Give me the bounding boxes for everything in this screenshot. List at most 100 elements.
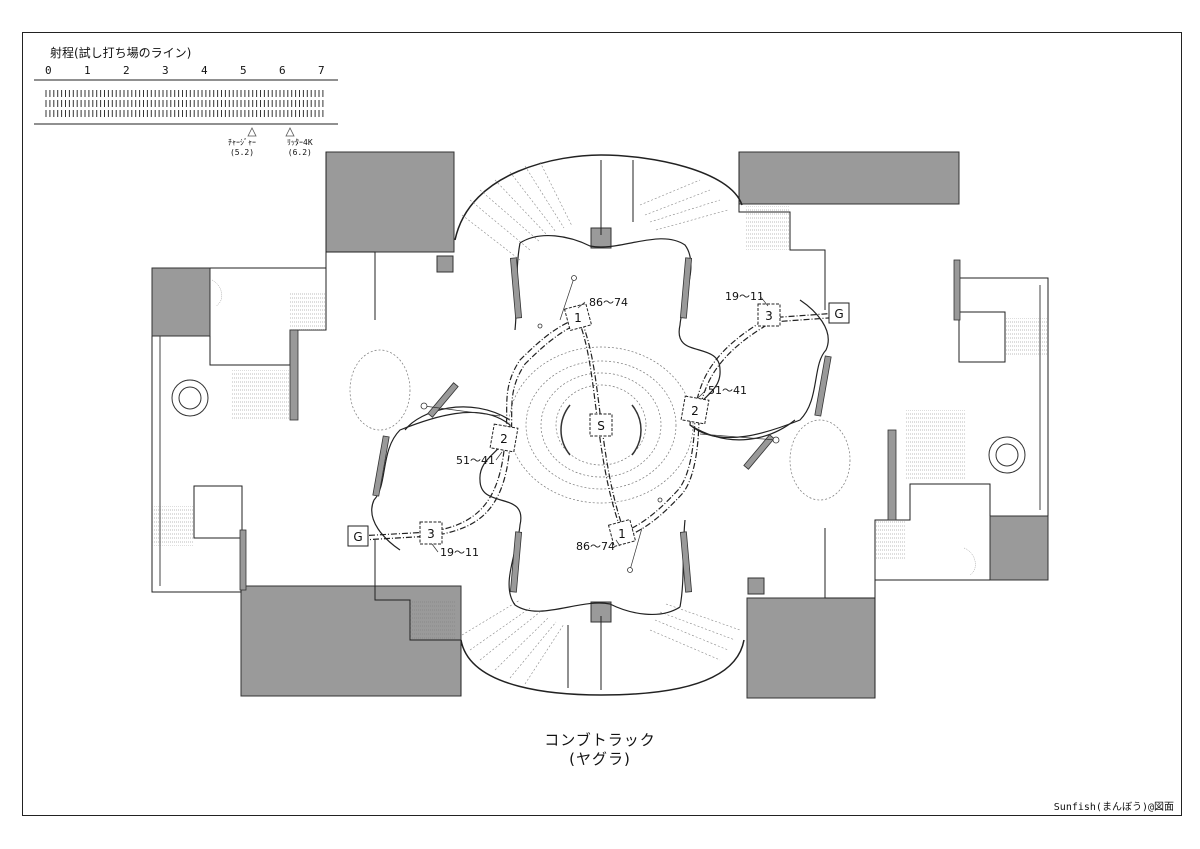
raised-block — [746, 597, 876, 699]
weapon-charger: ﾁｬｰｼﾞｬｰ (5.2) — [228, 138, 256, 158]
range-label: 51～41 — [708, 384, 747, 397]
scale-number: 5 — [240, 64, 247, 77]
map-title-line1: コンブトラック — [544, 731, 656, 749]
raised-block — [325, 151, 455, 253]
raised-block — [738, 151, 960, 205]
ramp-hatching — [461, 161, 573, 261]
scale-number: 2 — [123, 64, 130, 77]
map-title-line2: (ヤグラ) — [569, 750, 631, 768]
checkpoint-label: 2 — [691, 404, 699, 418]
weapon-range: (5.2) — [229, 148, 255, 157]
cover-wall — [289, 329, 299, 421]
tower-route — [357, 317, 579, 537]
stairs — [1005, 318, 1048, 356]
checkpoint-3-box — [757, 303, 781, 327]
weapon-e-liter: ﾘｯﾀｰ4K (6.2) — [287, 138, 313, 158]
cover-wall — [887, 429, 897, 521]
central-platform-outline — [371, 411, 681, 615]
checkpoint-3-box — [419, 521, 443, 545]
start-label: S — [597, 419, 605, 433]
center-ring — [789, 419, 851, 501]
scale-number: 6 — [279, 64, 286, 77]
stairs — [905, 410, 965, 480]
weapon-range: (6.2) — [287, 148, 312, 157]
cover-wall — [679, 257, 693, 319]
tower-route — [361, 321, 583, 541]
goal-box — [828, 302, 850, 324]
scale-number: 0 — [45, 64, 52, 77]
tower-route — [581, 321, 627, 538]
cover-wall — [953, 259, 961, 321]
cover-wall — [372, 435, 390, 497]
stairs — [232, 370, 292, 420]
tower-route — [621, 312, 839, 534]
platform-edge — [689, 419, 796, 441]
bush-outline — [963, 547, 976, 576]
checkpoint-label: 1 — [618, 527, 626, 541]
range-label: 19～11 — [440, 546, 479, 559]
credit-text: Sunfish(まんぼう)@図面 — [1053, 802, 1174, 813]
wall-outline — [824, 483, 991, 599]
wall-box — [958, 311, 1006, 363]
checkpoint-2-box — [680, 395, 710, 425]
spawn-point-icon — [171, 379, 209, 417]
weapon-name: ﾁｬｰｼﾞｬｰ — [228, 138, 256, 147]
center-ring — [508, 346, 694, 504]
wall-outline — [958, 264, 1049, 516]
scale-number: 7 — [318, 64, 325, 77]
cover-wall — [509, 257, 523, 319]
checkpoint-label: 1 — [574, 311, 582, 325]
stairs — [152, 506, 194, 546]
ramp-hatching — [639, 179, 729, 231]
checkpoint-label: 3 — [427, 527, 435, 541]
pillar — [747, 577, 765, 595]
scale-number: 1 — [84, 64, 91, 77]
range-label: 19～11 — [725, 290, 764, 303]
range-label: 86～74 — [589, 296, 628, 309]
wall-box — [193, 485, 243, 539]
start-box — [589, 413, 613, 437]
ramp-hatching — [649, 603, 741, 661]
spawn-point-icon — [988, 436, 1026, 474]
map-title: コンブトラック (ヤグラ) — [0, 731, 1200, 769]
weapon-name: ﾘｯﾀｰ4K — [287, 138, 313, 147]
goal-label: G — [834, 307, 843, 321]
center-ring — [525, 360, 677, 490]
range-label: 51～41 — [456, 454, 495, 467]
pillar — [436, 255, 454, 273]
cover-wall — [427, 382, 459, 418]
platform-edge — [404, 406, 511, 431]
center-ring — [540, 372, 662, 478]
ramp-hatching — [461, 599, 565, 685]
central-platform-outline — [519, 235, 829, 439]
tower-route — [577, 317, 623, 534]
charger-marker-icon — [247, 127, 257, 137]
stairs — [746, 206, 790, 250]
wall-outline — [210, 152, 327, 269]
stairs — [290, 292, 326, 330]
cover-wall — [814, 355, 832, 417]
bush-outline — [211, 279, 223, 307]
range-scale-ruler — [34, 79, 338, 137]
range-scale-title: 射程(試し打ち場のライン) — [50, 46, 192, 60]
map-frame — [22, 32, 1182, 816]
spawn-point-icon — [178, 386, 202, 410]
range-label: 86～74 — [576, 540, 615, 553]
top-arch-wall — [454, 154, 743, 241]
center-arc — [560, 404, 571, 456]
e-liter-marker-icon — [285, 127, 295, 137]
center-ring — [349, 349, 411, 431]
goal-label: G — [353, 530, 362, 544]
stairs — [410, 600, 455, 640]
scale-number: 3 — [162, 64, 169, 77]
checkpoint-label: 2 — [500, 432, 508, 446]
scale-number: 4 — [201, 64, 208, 77]
tower-route — [625, 316, 843, 538]
checkpoint-1-box — [607, 518, 637, 548]
goal-box — [347, 525, 369, 547]
stairs — [875, 520, 905, 560]
checkpoint-1-box — [563, 302, 593, 332]
wall-outline — [151, 336, 242, 593]
center-arc — [631, 404, 642, 456]
